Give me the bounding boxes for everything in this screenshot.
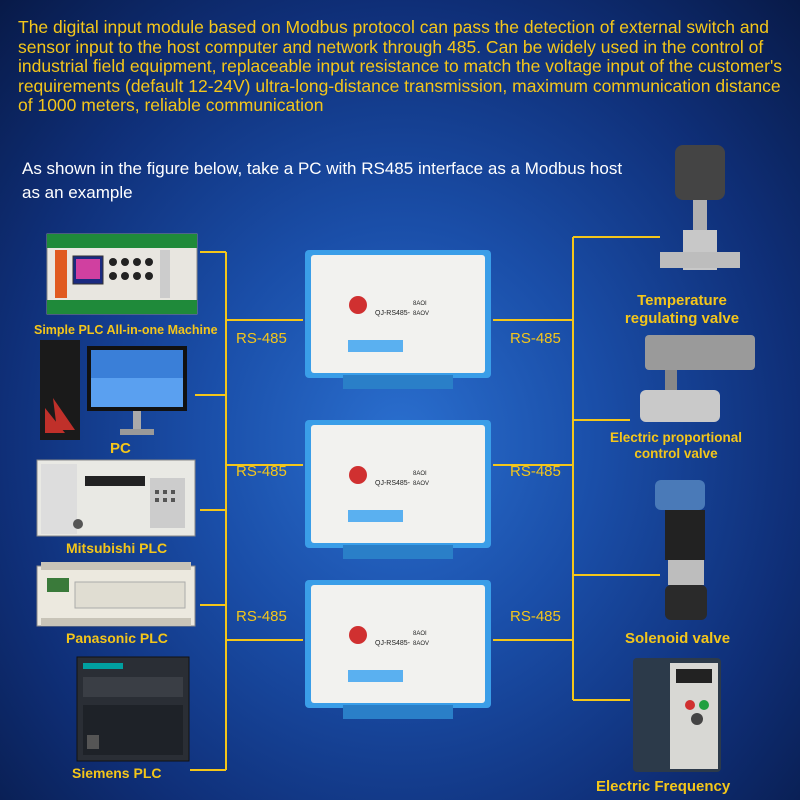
temperature-valve-icon xyxy=(660,145,740,270)
svg-text:QJ-RS485-: QJ-RS485- xyxy=(375,480,411,487)
label-frequency: Electric Frequency xyxy=(596,778,731,795)
svg-text:8AOV: 8AOV xyxy=(413,641,429,647)
svg-text:QJ-RS485-: QJ-RS485- xyxy=(375,640,411,647)
svg-text:8AOI: 8AOI xyxy=(413,471,427,477)
rs485-module-2: QJ-RS485- 8AOI 8AOV xyxy=(305,420,491,559)
rs485-module-1: QJ-RS485- 8AOI 8AOV xyxy=(305,250,491,389)
label-pc: PC xyxy=(110,440,131,457)
plc-hmi-icon xyxy=(46,233,198,315)
label-siemens: Siemens PLC xyxy=(72,765,162,781)
rs485-left-2: RS-485 xyxy=(236,463,287,480)
label-solenoid-valve: Solenoid valve xyxy=(625,630,731,647)
rs485-right-3: RS-485 xyxy=(510,608,561,625)
label-panasonic: Panasonic PLC xyxy=(66,630,168,646)
frequency-inverter-icon xyxy=(633,658,721,772)
desktop-pc-icon xyxy=(40,340,187,440)
subtitle: As shown in the figure below, take a PC … xyxy=(22,159,623,202)
panasonic-plc-icon xyxy=(36,562,196,627)
rs485-left-3: RS-485 xyxy=(236,608,287,625)
label-mitsubishi: Mitsubishi PLC xyxy=(66,540,168,556)
svg-text:QJ-RS485-: QJ-RS485- xyxy=(375,310,411,317)
rs485-right-1: RS-485 xyxy=(510,330,561,347)
mitsubishi-plc-icon xyxy=(36,459,196,537)
rs485-right-2: RS-485 xyxy=(510,463,561,480)
label-plc-all-in-one: Simple PLC All-in-one Machine xyxy=(34,323,218,337)
rs485-left-1: RS-485 xyxy=(236,330,287,347)
solenoid-valve-icon xyxy=(655,480,707,620)
svg-text:8AOI: 8AOI xyxy=(413,631,427,637)
svg-text:8AOI: 8AOI xyxy=(413,301,427,307)
proportional-valve-icon xyxy=(640,335,755,422)
svg-text:8AOV: 8AOV xyxy=(413,481,429,487)
svg-text:8AOV: 8AOV xyxy=(413,311,429,317)
intro-paragraph: The digital input module based on Modbus… xyxy=(18,17,783,115)
rs485-module-3: QJ-RS485- 8AOI 8AOV xyxy=(305,580,491,719)
siemens-plc-icon xyxy=(76,656,190,762)
